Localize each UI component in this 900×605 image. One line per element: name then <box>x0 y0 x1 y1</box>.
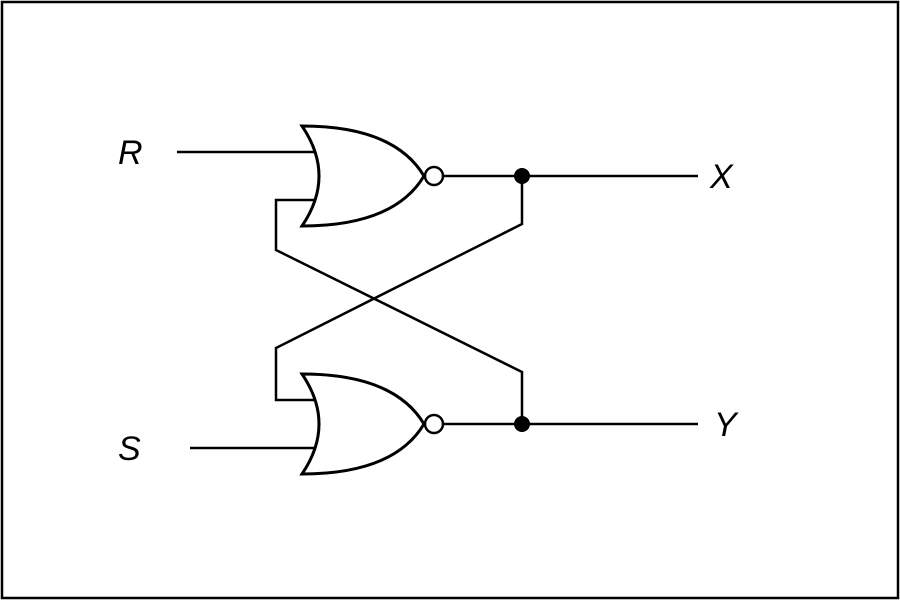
top-nor-gate <box>299 124 426 228</box>
junction-dot-x <box>514 168 530 184</box>
label-input-s: S <box>118 430 141 468</box>
top-nor-inversion-bubble <box>423 165 445 187</box>
bottom-nor-gate <box>299 372 426 476</box>
bottom-nor-inversion-bubble <box>423 413 445 435</box>
label-output-y: Y <box>714 406 739 444</box>
label-output-x: X <box>709 158 734 196</box>
label-input-r: R <box>118 134 143 172</box>
junction-dot-y <box>514 416 530 432</box>
wire-feedback-y-to-top-gate <box>274 198 524 424</box>
wire-feedback-x-to-bottom-gate <box>274 176 524 402</box>
